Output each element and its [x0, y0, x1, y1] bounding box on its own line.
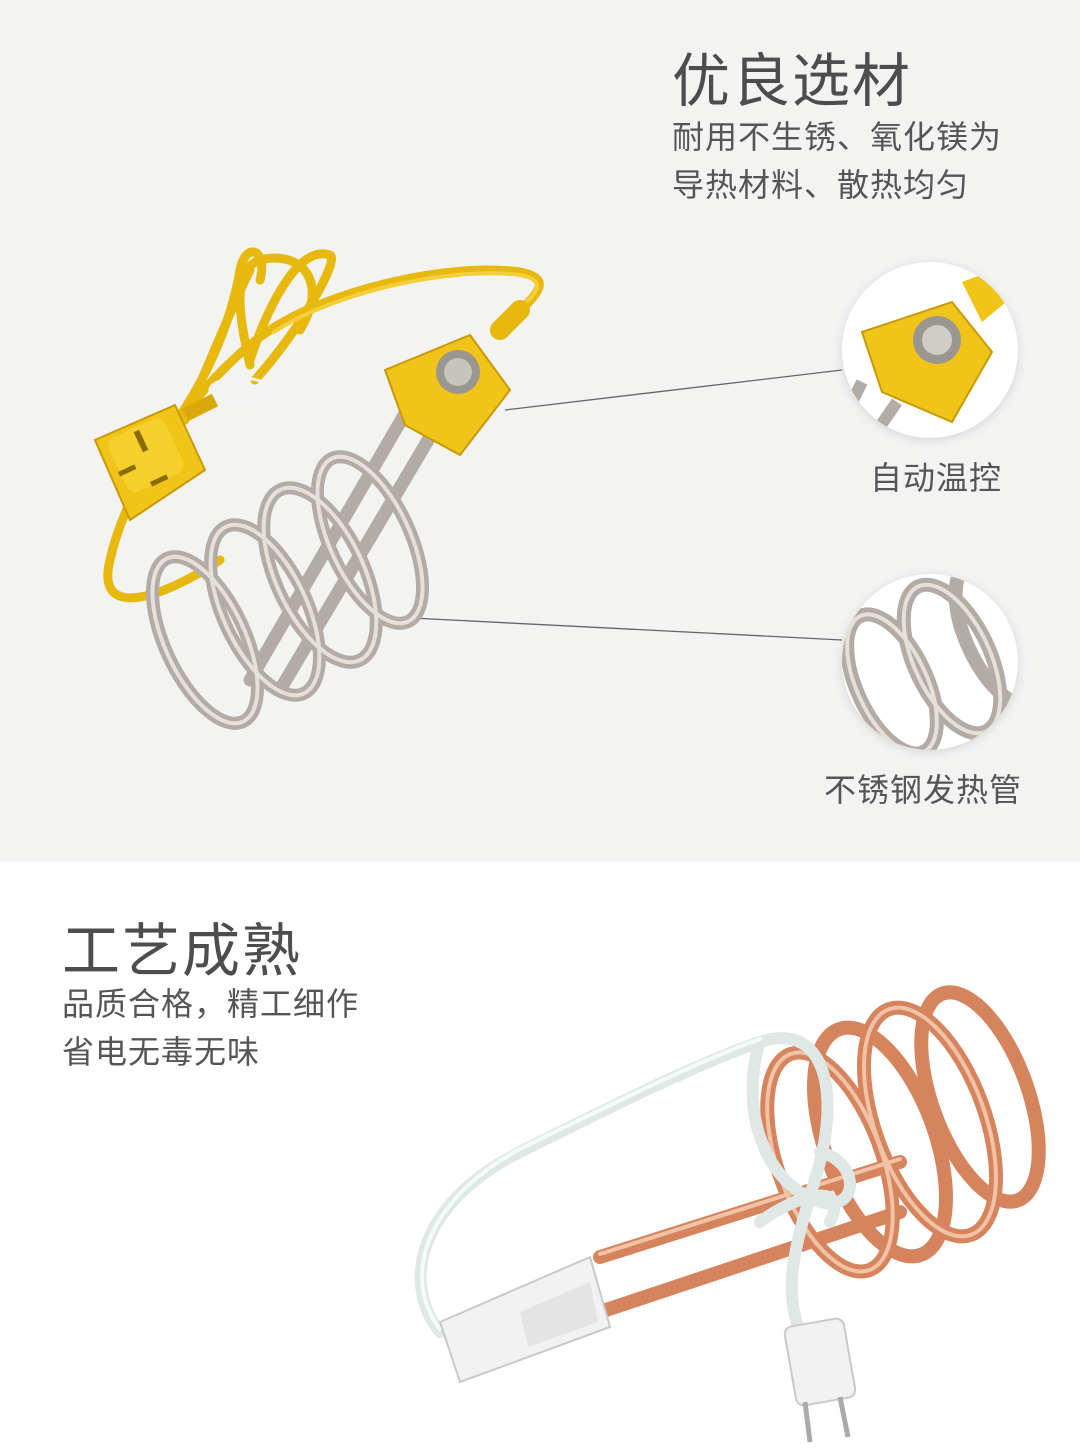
craftsmanship-line-1: 品质合格，精工细作 [62, 985, 360, 1023]
thermostat-caption: 自动温控 [870, 459, 1003, 497]
heating-tube-caption: 不锈钢发热管 [824, 771, 1023, 809]
thermostat-detail-circle [842, 262, 1018, 438]
thermostat-pointer-line [504, 369, 843, 411]
tube-pointer-line [411, 617, 843, 641]
two-pin-plug-icon [783, 1317, 857, 1443]
plug-icon [93, 393, 219, 522]
yellow-immersion-heater-illustration [93, 247, 843, 730]
thermostat-detail-icon [842, 267, 1018, 438]
thermostat-icon [383, 300, 530, 457]
materials-line-1: 耐用不生锈、氧化镁为 [672, 118, 1003, 156]
heating-tube-detail-circle [842, 574, 1018, 750]
craftsmanship-line-2: 省电无毒无味 [62, 1033, 261, 1071]
craftsmanship-heading: 工艺成熟 [62, 917, 303, 985]
copper-immersion-heater-illustration [414, 985, 1046, 1443]
white-thermostat-icon [438, 1255, 612, 1384]
materials-heading: 优良选材 [672, 47, 913, 115]
materials-line-2: 导热材料、散热均匀 [672, 166, 970, 204]
heating-tube-detail-icon [842, 574, 1018, 750]
